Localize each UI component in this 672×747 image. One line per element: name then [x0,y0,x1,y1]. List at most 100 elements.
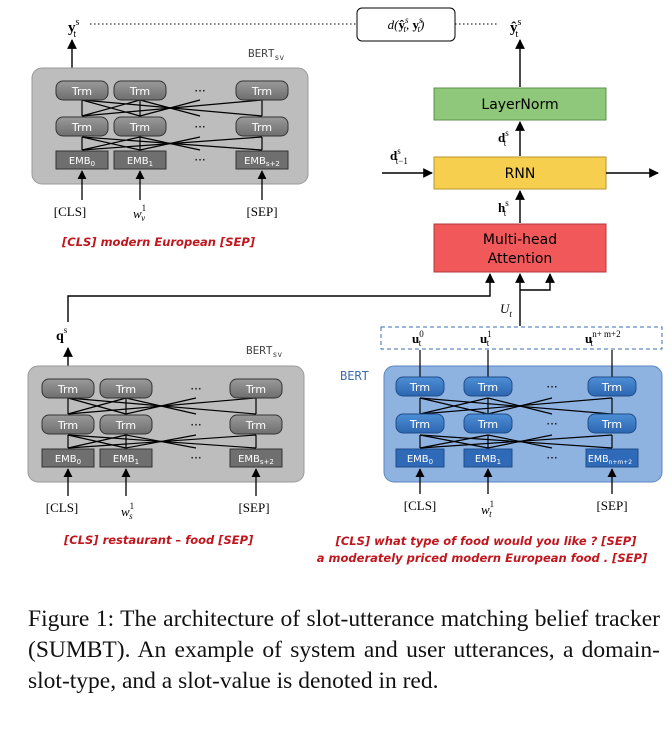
trm-label: Trm [251,121,272,134]
emb-node [55,150,109,170]
trm-label: Trm [57,419,78,432]
trm-node [99,378,153,399]
input-sep: [SEP] [246,204,277,219]
input-sep: [SEP] [238,500,269,515]
ellipsis: ··· [546,417,557,431]
trm-node [229,414,283,435]
emb-label: EMBn+m+2 [588,454,632,466]
trm-node [113,80,167,101]
trm-node [587,376,637,397]
trm-node [229,378,283,399]
emb-label: EMBs+2 [238,454,274,466]
ellipsis: ··· [194,84,205,98]
input-cls: [CLS] [46,500,79,515]
layernorm-label: LayerNorm [481,97,558,113]
red-caption: [CLS] restaurant – food [SEP] [63,533,254,547]
emb-node [395,448,445,468]
input-cls: [CLS] [54,204,87,219]
trm-row-upper: Trm Trm ··· Trm [41,378,283,399]
emb-node [235,150,289,170]
emb-label: EMB0 [69,156,95,168]
trm-label: Trm [71,121,92,134]
ellipsis: ··· [190,451,201,465]
trm-node [55,80,109,101]
trm-row-lower: Trm Trm ··· Trm [55,116,289,137]
ellipsis: ··· [546,451,557,465]
trm-label: Trm [57,383,78,396]
emb-node [113,150,167,170]
red-caption-line-2: a moderately priced modern European food… [317,551,648,565]
ellipsis: ··· [546,380,557,394]
distance-box [356,7,456,42]
emb-label: EMBs+2 [244,156,280,168]
input-cls: [CLS] [404,498,437,513]
trm-label: Trm [601,418,622,431]
trm-node [41,378,95,399]
trm-node [395,376,445,397]
trm-node [99,414,153,435]
trm-node [41,414,95,435]
trm-node [235,116,289,137]
trm-label: Trm [477,418,498,431]
bottom-right-bert-block: BERT Trm Trm ··· Trm Trm Trm [317,350,663,565]
trm-node [463,376,513,397]
ellipsis: ··· [194,153,205,167]
trm-label: Trm [115,383,136,396]
trm-node [463,413,513,434]
figure-caption: Figure 1: The architecture of slot-utter… [28,606,660,694]
emb-label: EMB1 [127,156,153,168]
emb-node [229,448,283,468]
trm-node [395,413,445,434]
trm-row-lower: Trm Trm ··· Trm [395,413,637,434]
bert-label: BERT [340,369,369,383]
red-caption-line-1: [CLS] what type of food would you like ?… [335,534,638,548]
ellipsis: ··· [194,120,205,134]
red-caption: [CLS] modern European [SEP] [61,235,256,249]
emb-label: EMB1 [113,454,139,466]
emb-node [99,448,153,468]
emb-label: EMB0 [55,454,81,466]
trm-label: Trm [477,381,498,394]
bert-sv-label: BERTsv [248,47,284,62]
trm-row-upper: Trm Trm ··· Trm [55,80,289,101]
emb-label: EMB1 [475,454,501,466]
trm-label: Trm [245,383,266,396]
trm-node [235,80,289,101]
emb-node [463,448,513,468]
trm-node [55,116,109,137]
bert-sv-label: BERTsv [246,344,282,359]
layernorm-box [433,87,607,121]
input-sep: [SEP] [596,498,627,513]
emb-node [41,448,95,468]
trm-label: Trm [251,85,272,98]
rnn-label: RNN [505,166,536,182]
trm-label: Trm [71,85,92,98]
trm-node [587,413,637,434]
emb-row: EMB0 EMB1 ··· EMBs+2 [41,448,283,468]
emb-row: EMB0 EMB1 ··· EMBs+2 [55,150,289,170]
trm-label: Trm [601,381,622,394]
rnn-box [433,156,607,190]
trm-label: Trm [409,418,430,431]
trm-row-lower: Trm Trm ··· Trm [41,414,283,435]
trm-node [113,116,167,137]
u-dashed-box [380,326,663,350]
attention-label-1: Multi-head [483,232,557,248]
